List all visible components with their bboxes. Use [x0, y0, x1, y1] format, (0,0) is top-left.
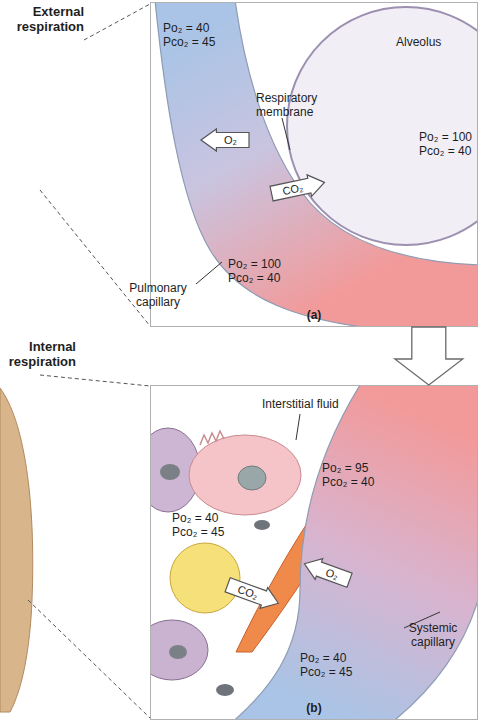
gas-arrow: O₂: [301, 553, 354, 590]
heading: Alveolus: [396, 36, 476, 50]
gas-name: O₂: [224, 134, 237, 147]
flow-arrow: [395, 327, 463, 385]
part-name: Systemic capillary: [398, 622, 468, 650]
section-title: Internal respiration: [0, 340, 76, 370]
gas-arrow: CO₂: [224, 574, 282, 613]
callout-dashes: [28, 600, 150, 718]
pressure-values: Po₂ = 40 Pco₂ = 45: [172, 512, 234, 540]
pressure-values: Po₂ = 100 Pco₂ = 40: [419, 131, 478, 159]
tissue-detail: [151, 386, 477, 719]
arrow-outline: [269, 172, 326, 205]
callout-dashes: [40, 375, 150, 386]
callout-dashes: [40, 190, 150, 326]
panel-frame: (a)AlveolusPo₂ = 100 Pco₂ = 40O₂CO₂: [150, 2, 478, 327]
panel-letter: (a): [151, 309, 477, 323]
part-name: Interstitial fluid: [262, 398, 372, 412]
pressure-values: Po₂ = 40 Pco₂ = 45: [300, 652, 362, 680]
panel-letter: (b): [151, 702, 477, 716]
alveolus-outline: [286, 6, 478, 246]
part-name: Pulmonary capillary: [120, 282, 196, 310]
arrow-outline: [224, 574, 282, 613]
arrow-outline: [201, 129, 249, 151]
arrow-outline: [301, 553, 354, 590]
alveolus-circle: AlveolusPo₂ = 100 Pco₂ = 40: [286, 6, 478, 246]
pressure-values: Po₂ = 100 Pco₂ = 40: [228, 258, 290, 286]
body-silhouette: [0, 388, 33, 712]
alveolus-wall: [287, 7, 478, 245]
callout-dashes: [84, 4, 150, 40]
section-title: External respiration: [0, 5, 84, 35]
pressure-values: Po₂ = 40 Pco₂ = 45: [163, 22, 225, 50]
pressure-values: Po₂ = 95 Pco₂ = 40: [322, 462, 384, 490]
gas-name: CO₂: [236, 583, 260, 602]
part-name: Respiratory membrane: [256, 92, 336, 120]
gas-arrow: O₂: [201, 129, 249, 151]
